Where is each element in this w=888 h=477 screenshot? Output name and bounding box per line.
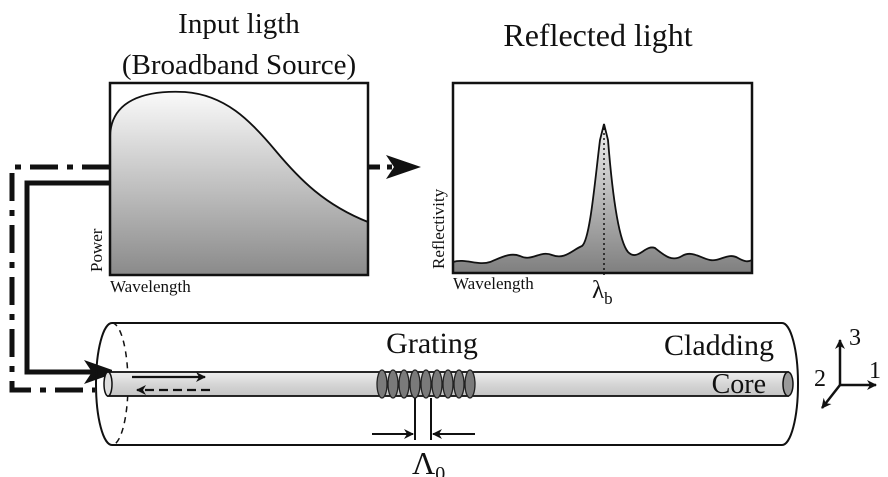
reflected-light-line [9, 164, 110, 393]
input-panel-xlabel: Wavelength [110, 277, 191, 296]
input-spectrum-panel: Input ligth (Broadband Source) Power Wav… [87, 8, 370, 296]
grating-ring [464, 369, 476, 399]
optical-fiber: Grating Cladding Core Λ0 [95, 322, 799, 477]
axis-1-label: 1 [869, 358, 881, 384]
reflected-panel-title: Reflected light [503, 17, 692, 53]
input-light-arrowhead [84, 360, 118, 384]
grating-ring [409, 369, 421, 399]
bragg-wavelength-label: λb [592, 277, 613, 308]
grating-ring [387, 369, 399, 399]
reflected-panel-xlabel: Wavelength [453, 274, 534, 293]
input-spectrum-frame [108, 81, 370, 277]
grating-period-indicator: Λ0 [372, 398, 475, 477]
input-panel-ylabel: Power [87, 228, 106, 272]
grating-ring [376, 369, 388, 399]
reflected-spectrum-panel: Reflected light Reflectivity Wavelength … [429, 17, 754, 308]
grating-ring [442, 369, 454, 399]
reflected-light-path [9, 155, 421, 393]
grating-period-label: Λ0 [412, 445, 445, 477]
axis-2-arrow [821, 384, 841, 409]
input-panel-title-line1: Input ligth [178, 8, 300, 40]
period-lambda-symbol: Λ [412, 445, 435, 477]
input-light-line [24, 180, 110, 375]
grating-ring [398, 369, 410, 399]
grating-ring [453, 369, 465, 399]
core-start-face [103, 371, 113, 397]
reflected-light-arrowhead [386, 155, 421, 179]
coordinate-axes: 3 1 2 [814, 325, 881, 409]
input-light-path [24, 180, 118, 384]
input-panel-title-line2: (Broadband Source) [122, 49, 356, 81]
core-end-face [782, 371, 794, 397]
reflected-panel-ylabel: Reflectivity [429, 188, 448, 269]
core-label: Core [712, 369, 766, 400]
input-spectrum-curve [109, 90, 369, 276]
bragg-lambda-subscript: b [604, 289, 613, 308]
cladding-left-edge-hidden [111, 322, 129, 446]
grating-label: Grating [386, 327, 478, 360]
cladding-left-edge [95, 322, 113, 446]
grating-ring [420, 369, 432, 399]
bragg-lambda-symbol: λ [592, 277, 604, 304]
cladding-label: Cladding [664, 329, 774, 362]
reflected-spectrum-curve [452, 123, 753, 274]
grating-ring [431, 369, 443, 399]
axis-2-label: 2 [814, 366, 826, 392]
reflected-spectrum-frame [451, 81, 754, 275]
period-lambda-subscript: 0 [435, 463, 445, 477]
grating-section [376, 369, 476, 399]
axis-3-label: 3 [849, 325, 861, 351]
